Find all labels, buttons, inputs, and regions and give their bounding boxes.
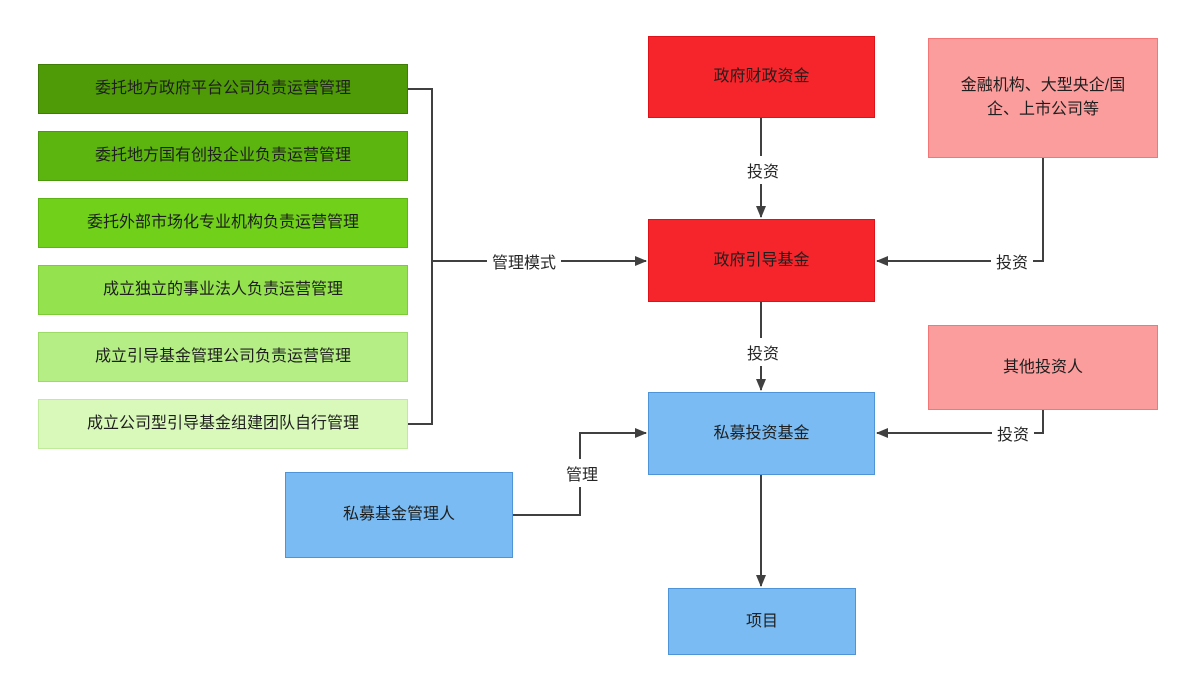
node-gov-guidance-fund: 政府引导基金 (648, 219, 875, 302)
edge-label-invest-others: 投资 (991, 419, 1035, 447)
edge-label-invest-institutions: 投资 (990, 247, 1034, 275)
mode-box-fund-management-company: 成立引导基金管理公司负责运营管理 (38, 332, 408, 382)
node-label: 私募基金管理人 (342, 506, 455, 523)
mode-box-state-owned-vc: 委托地方国有创投企业负责运营管理 (38, 131, 408, 181)
mode-box-corporate-self-managed: 成立公司型引导基金组建团队自行管理 (38, 399, 408, 449)
mode-box-label: 成立公司型引导基金组建团队自行管理 (86, 415, 359, 432)
node-gov-fiscal-funds: 政府财政资金 (648, 36, 875, 118)
edge-label-management-mode: 管理模式 (486, 247, 562, 275)
mode-box-external-agency: 委托外部市场化专业机构负责运营管理 (38, 198, 408, 248)
mode-box-label: 成立独立的事业法人负责运营管理 (102, 281, 343, 298)
node-other-investors: 其他投资人 (928, 325, 1158, 410)
node-label: 政府引导基金 (713, 251, 810, 269)
edge-label-invest-guidance: 投资 (741, 338, 785, 366)
node-label: 其他投资人 (1002, 358, 1083, 376)
node-financial-institutions: 金融机构、大型央企/国企、上市公司等 (928, 38, 1158, 158)
node-private-equity-fund: 私募投资基金 (648, 392, 875, 475)
node-project: 项目 (668, 588, 856, 655)
node-private-fund-manager: 私募基金管理人 (285, 472, 513, 558)
mode-box-independent-legal-entity: 成立独立的事业法人负责运营管理 (38, 265, 408, 315)
mode-box-platform-company: 委托地方政府平台公司负责运营管理 (38, 64, 408, 114)
mode-box-label: 委托地方政府平台公司负责运营管理 (94, 80, 351, 97)
node-label: 私募投资基金 (713, 424, 810, 442)
bracket-management-modes (408, 88, 433, 425)
mode-box-label: 委托地方国有创投企业负责运营管理 (94, 147, 351, 164)
mode-box-label: 委托外部市场化专业机构负责运营管理 (86, 214, 359, 231)
arrow-institutions-to-guidance-fund (876, 158, 1044, 266)
node-label: 金融机构、大型央企/国企、上市公司等 (960, 77, 1126, 118)
edge-label-manage: 管理 (560, 459, 604, 487)
mode-box-label: 成立引导基金管理公司负责运营管理 (94, 348, 351, 365)
node-label: 项目 (745, 612, 778, 630)
edge-label-invest-fiscal: 投资 (741, 156, 785, 184)
node-label: 政府财政资金 (713, 68, 810, 85)
